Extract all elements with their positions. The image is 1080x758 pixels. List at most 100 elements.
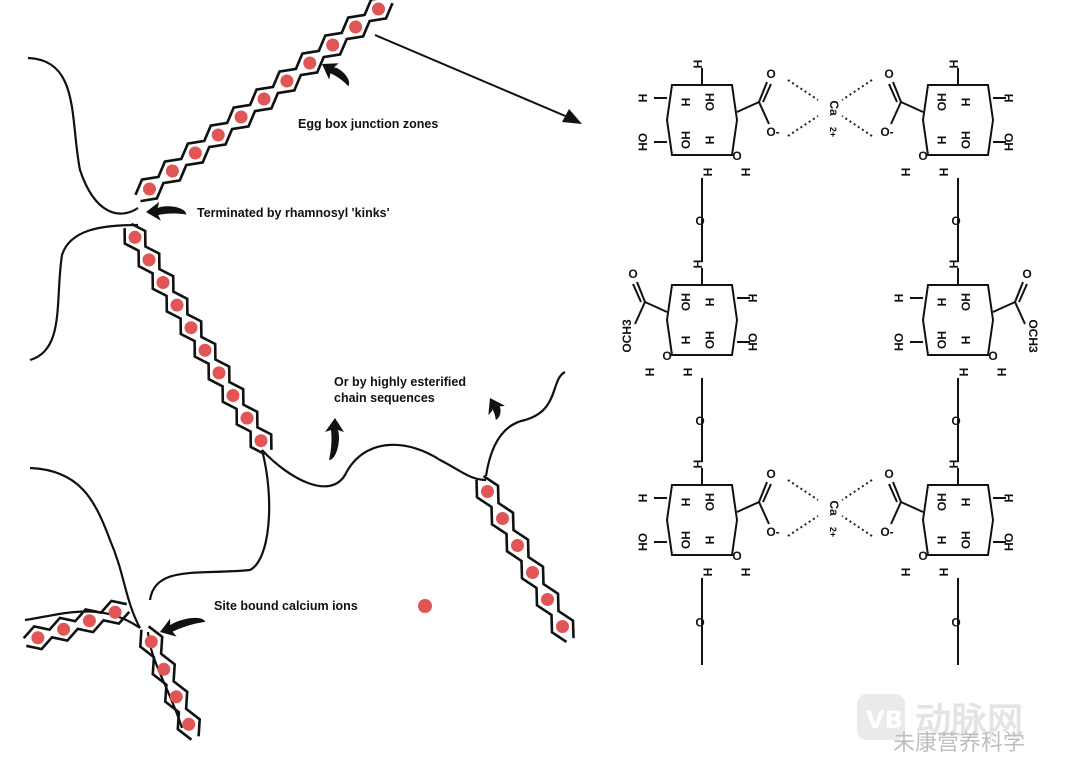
bond xyxy=(758,501,770,525)
calcium-ion xyxy=(212,366,226,380)
glycosidic-oxygen-label: O xyxy=(695,214,704,228)
chain-strand xyxy=(140,2,394,203)
hydroxyl-label: OH xyxy=(935,93,949,111)
carbonyl-oxygen-label: O xyxy=(766,467,775,481)
bond xyxy=(841,515,873,537)
hydrogen-label: H xyxy=(995,368,1009,377)
pointer-arrows xyxy=(146,63,505,637)
bond xyxy=(787,115,819,137)
bond xyxy=(890,501,902,525)
ring-oxygen-label: O xyxy=(918,549,927,563)
hydrogen-label: H xyxy=(703,298,717,307)
chain-strand xyxy=(123,228,266,456)
calcium-ion xyxy=(157,662,171,676)
watermark-logo-text: 动脉网 xyxy=(915,701,1023,742)
calcium-ion xyxy=(240,411,254,425)
egg-box-junction-zone xyxy=(123,222,273,456)
watermark: VB 动脉网 未康营养科学 xyxy=(857,694,1025,756)
calcium-ion xyxy=(188,146,202,160)
hydrogen-label: H xyxy=(947,460,961,469)
hydrogen-label: H xyxy=(1002,94,1016,103)
calcium-ion xyxy=(184,321,198,335)
hydroxyl-label: OH xyxy=(679,531,693,549)
hydroxyl-label: HO xyxy=(892,333,906,351)
watermark-subtitle: 未康营养科学 xyxy=(893,731,1025,756)
bond xyxy=(787,515,819,537)
hydroxyl-label: OH xyxy=(679,293,693,311)
bond xyxy=(736,501,760,513)
hydroxyl-label: OH xyxy=(959,131,973,149)
hydrogen-label: H xyxy=(947,60,961,69)
hydroxyl-label: HO xyxy=(636,533,650,551)
sugar-ring xyxy=(665,284,739,356)
bond xyxy=(841,479,873,501)
calcium-ion xyxy=(144,635,158,649)
hydrogen-label: H xyxy=(681,368,695,377)
methoxy-label: OCH3 xyxy=(1026,319,1040,353)
hydrogen-label: H xyxy=(899,568,913,577)
calcium-ion xyxy=(481,485,494,498)
hydrogen-label: H xyxy=(739,568,753,577)
sugar-ring xyxy=(921,284,995,356)
hydrogen-label: H xyxy=(899,168,913,177)
polymer-chain xyxy=(29,466,141,629)
bond xyxy=(841,115,873,137)
calcium-ion xyxy=(556,620,569,633)
chain-strand xyxy=(134,0,377,196)
zoom-arrow xyxy=(374,34,582,124)
chain-strand xyxy=(130,222,273,450)
ring-oxygen-label: O xyxy=(988,349,997,363)
hydroxyl-label: OH xyxy=(679,131,693,149)
hydroxyl-label: HO xyxy=(636,133,650,151)
hydrogen-label: H xyxy=(935,298,949,307)
hydroxyl-label: HO xyxy=(1002,533,1016,551)
hydroxyl-label: OH xyxy=(959,293,973,311)
calcium-ion xyxy=(170,298,184,312)
hydrogen-label: H xyxy=(701,568,715,577)
hydrogen-label: H xyxy=(679,98,693,107)
bond xyxy=(1014,301,1026,325)
calcium-ion xyxy=(526,566,539,579)
label-esterified-line1: Or by highly esterified xyxy=(334,375,466,389)
bond xyxy=(992,301,1016,313)
calcium-ion xyxy=(349,20,363,34)
calcium-ion xyxy=(541,593,554,606)
hydrogen-label: H xyxy=(739,168,753,177)
hydroxyl-label: OH xyxy=(703,93,717,111)
label-egg-box-junction-zones: Egg box junction zones xyxy=(298,117,438,131)
hydrogen-label: H xyxy=(691,260,705,269)
legend-calcium-dot xyxy=(418,599,432,613)
bond xyxy=(892,81,902,103)
bond xyxy=(841,79,873,101)
carbonyl-oxygen-label: O xyxy=(884,67,893,81)
bond xyxy=(900,101,924,113)
bond xyxy=(890,101,902,125)
hydrogen-label: H xyxy=(636,494,650,503)
ring-oxygen-label: O xyxy=(732,149,741,163)
calcium-ion xyxy=(182,717,196,731)
carboxylate-oxygen-label: O- xyxy=(766,525,779,539)
calcium-charge-label: 2+ xyxy=(828,527,838,537)
polymer-chain xyxy=(27,56,139,215)
pointer-arrow xyxy=(146,201,187,221)
hydroxyl-label: HO xyxy=(746,333,760,351)
sugar-ring xyxy=(921,484,995,556)
egg-box-junction-zone xyxy=(134,0,394,203)
bond xyxy=(787,479,819,501)
hydrogen-label: H xyxy=(959,98,973,107)
hydrogen-label: H xyxy=(701,168,715,177)
chain-strand xyxy=(26,610,131,651)
bond xyxy=(762,483,772,503)
glycosidic-oxygen-label: O xyxy=(695,616,704,630)
sugar-ring xyxy=(665,84,739,156)
bond xyxy=(1014,281,1024,303)
bond xyxy=(758,481,768,503)
calcium-label: Ca xyxy=(827,500,841,516)
hydrogen-label: H xyxy=(691,60,705,69)
ring-oxygen-label: O xyxy=(732,549,741,563)
pointer-arrow xyxy=(488,398,505,421)
bond xyxy=(900,501,924,513)
carbonyl-oxygen-label: O xyxy=(766,67,775,81)
polymer-chains xyxy=(24,56,566,729)
